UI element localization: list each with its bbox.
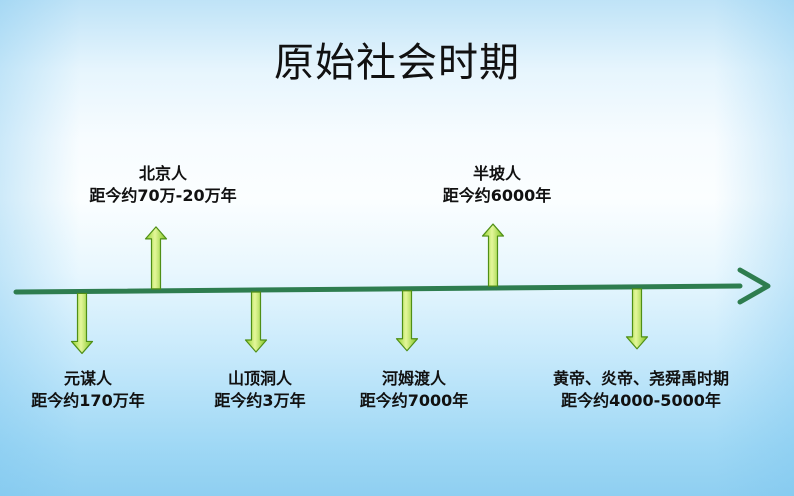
event-label-beijing: 北京人 距今约70万-20万年: [89, 163, 236, 207]
event-connector-arrow-icon: [395, 290, 419, 352]
event-connector-arrow-icon: [70, 292, 94, 355]
event-time: 距今约70万-20万年: [89, 186, 237, 205]
event-time: 距今约7000年: [359, 391, 469, 410]
event-label-banpo: 半坡人 距今约6000年: [443, 163, 552, 207]
event-name: 半坡人: [472, 164, 522, 183]
event-connector-arrow-icon: [625, 288, 649, 350]
event-time: 距今约170万年: [31, 391, 145, 410]
event-time: 距今约4000-5000年: [561, 391, 721, 410]
page-title: 原始社会时期: [274, 40, 520, 86]
event-connector-arrow-icon: [481, 223, 505, 287]
event-label-yuanmou: 元谋人 距今约170万年: [31, 368, 144, 412]
event-name: 河姆渡人: [381, 369, 447, 388]
timeline-axis: [13, 267, 771, 305]
axis-arrowhead-icon: [737, 267, 771, 305]
event-label-shandingdong: 山顶洞人 距今约3万年: [214, 368, 305, 412]
event-connector-arrow-icon: [144, 226, 168, 290]
event-connector-arrow-icon: [244, 291, 268, 353]
event-name: 山顶洞人: [227, 369, 293, 388]
event-time: 距今约3万年: [214, 391, 306, 410]
event-time: 距今约6000年: [442, 186, 552, 205]
event-label-huangdi: 黄帝、炎帝、尧舜禹时期 距今约4000-5000年: [553, 368, 729, 412]
event-name: 元谋人: [63, 369, 112, 388]
event-name: 黄帝、炎帝、尧舜禹时期: [552, 369, 730, 388]
event-name: 北京人: [138, 164, 187, 183]
event-label-hemudu: 河姆渡人 距今约7000年: [360, 368, 469, 412]
